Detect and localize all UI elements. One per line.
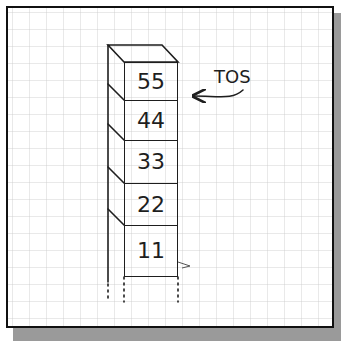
- tos-pointer-arrow: [193, 90, 243, 97]
- cell-value: 22: [137, 194, 165, 216]
- stack-continues: [108, 277, 178, 302]
- cell-value: 33: [137, 151, 165, 173]
- stack-cell: 11: [124, 225, 178, 277]
- stack-top-cap: [108, 45, 178, 62]
- stack-cell: 44: [124, 100, 178, 141]
- cell-value: 44: [137, 110, 165, 132]
- stack-left-edge: [107, 45, 109, 282]
- cell-value: 11: [137, 240, 165, 262]
- stack-cell: 33: [124, 140, 178, 184]
- cell-value: 55: [137, 71, 165, 93]
- grid-paper: [8, 8, 332, 326]
- stack-cell: 22: [124, 183, 178, 226]
- pointer-label: TOS: [214, 68, 251, 86]
- cell-side-lines: [108, 84, 124, 225]
- frame: [7, 7, 333, 327]
- pen-mark: [178, 262, 190, 268]
- stack-cell: 55: [124, 62, 178, 101]
